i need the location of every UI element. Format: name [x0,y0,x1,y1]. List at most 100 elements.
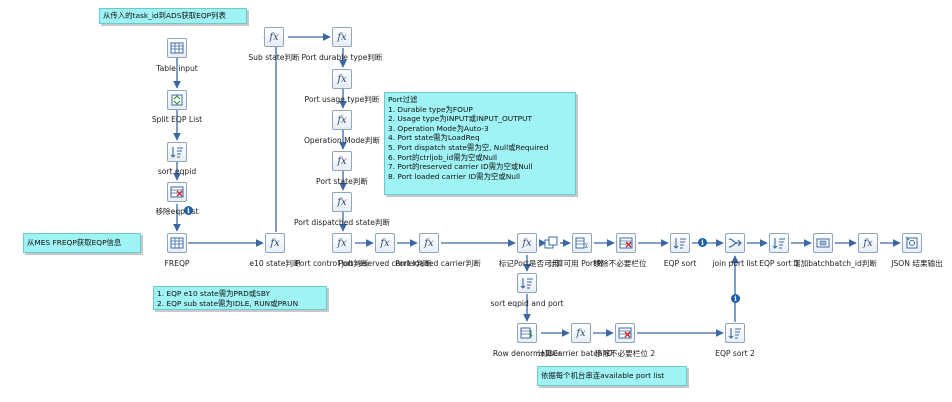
label-mark-port: 标记Port是否可用 [498,259,560,268]
step-durable-type[interactable]: fx [332,27,352,47]
merge-join-icon [728,238,742,248]
step-e10-state[interactable]: fx [265,233,285,253]
formula-icon: fx [424,237,434,249]
label-eqp-sort3: EQP sort 3 [759,259,799,268]
step-sort-eqpid[interactable] [167,142,187,162]
note-port-filter-line: 7. Port的reserved carrier ID需为空或Null [388,162,533,172]
step-batch-fx[interactable]: fx [858,233,878,253]
label-sort-eqpid-port: sort eqpid and port [490,299,564,308]
note-port-filter-line: 1. Durable type为FOUP [388,104,473,114]
select-values-icon [618,327,632,339]
label-calc-port: 计算可用 Port数 [548,259,604,268]
hop-e10-sub [263,33,277,232]
step-freqp[interactable] [167,233,187,253]
step-add-batch[interactable] [813,233,833,253]
info-icon[interactable]: i [184,206,193,215]
formula-icon: fx [337,73,347,85]
formula-icon: fx [337,237,347,249]
formula-icon: fx [380,237,390,249]
formula-icon: fx [337,114,347,126]
note-port-filter-line: Port过滤 [388,95,418,104]
note-mes-freqp[interactable]: 从MES FREQP获取EQP信息 [23,233,141,253]
label-port-loaded: Port loaded carrier判断 [395,259,481,268]
step-sub-state[interactable]: fx [264,27,284,47]
step-port-reserved[interactable]: fx [375,233,395,253]
step-eqp-sort[interactable] [670,233,690,253]
label-e10-state: e10 state判断 [249,259,301,268]
step-operation-mode[interactable]: fx [332,110,352,130]
note-ads-eqp[interactable]: 从传入的task_id到ADS获取EQP列表 [99,8,247,24]
table-input-icon [170,42,184,54]
step-calc-port[interactable] [544,236,558,250]
label-json-output: JSON 结果输出 [891,259,943,268]
formula-icon: fx [863,237,873,249]
label-split-eqp: Split EQP List [151,115,203,124]
step-split-eqp[interactable] [167,90,187,110]
label-port-control-job: Port control job判断 [295,259,369,268]
label-add-batch: 增加batchbatch_id判断 [793,259,877,268]
label-operation-mode: Operation Mode判断 [303,136,381,145]
sort-rows-icon [520,278,533,289]
step-join-port-list[interactable] [725,233,745,253]
step-eqp-sort3[interactable] [769,233,789,253]
label-row-denorm: Row denormaliser [492,349,562,358]
note-port-filter-line: 4. Port state需为LoadReq [388,133,480,143]
note-port-filter-line: 2. Usage type为INPUT或INPUT_OUTPUT [388,114,533,124]
formula-icon: fx [270,237,280,249]
table-input-icon [170,237,184,249]
select-values-icon [170,186,184,198]
label-port-state: Port state判断 [316,177,368,186]
select-values-icon [619,237,633,249]
formula-icon: fx [269,31,279,43]
sort-rows-icon [170,147,183,158]
label-sort-eqpid: sort eqpid [157,167,197,176]
label-remove-unneeded: 移除不必要栏位 [593,259,647,268]
label-eqp-sort2: EQP sort 2 [715,349,755,358]
step-port-dispatched[interactable]: fx [332,192,352,212]
step-port-state[interactable]: fx [332,151,352,171]
note-e10-sub-state[interactable]: 1. EQP e10 state需为PRD或SBY 2. EQP sub sta… [153,286,327,310]
step-json-output[interactable] [902,233,922,253]
clone-rows-icon [544,236,558,249]
label-durable-type: Port durable type判断 [301,53,383,62]
label-usage-type: Port usage type判断 [304,95,380,104]
group-by-icon: Σ [575,237,589,250]
step-remove-unneeded2[interactable] [615,323,635,343]
formula-icon: fx [522,237,532,249]
formula-icon: fx [337,196,347,208]
label-join-port-list: join port list [712,259,758,268]
formula-icon: fx [337,31,347,43]
label-port-dispatched: Port dispatched state判断 [293,218,391,227]
add-constants-icon [816,238,830,248]
step-group-by[interactable]: Σ [572,233,592,253]
formula-icon: fx [337,155,347,167]
step-port-control-job[interactable]: fx [332,233,352,253]
info-icon[interactable]: i [731,294,740,303]
row-denormaliser-icon [520,327,533,339]
step-sort-eqpid-port[interactable] [517,273,537,293]
info-icon[interactable]: i [698,238,707,247]
step-port-loaded[interactable]: fx [419,233,439,253]
note-port-list[interactable]: 依据每个机台串连available port list [537,366,687,386]
step-mark-port[interactable]: fx [517,233,537,253]
step-usage-type[interactable]: fx [332,69,352,89]
sort-rows-icon [728,328,741,339]
note-port-filter-line: 5. Port dispatch state需为空, Null或Required [388,142,549,152]
label-port-reserved: Port reserved carrier判断 [338,259,432,268]
label-sub-state: Sub state判断 [248,53,300,62]
sort-rows-icon [673,238,686,249]
step-eqp-sort2[interactable] [725,323,745,343]
label-freqp: FREQP [164,259,190,268]
step-batch-calc[interactable]: fx [571,323,591,343]
step-row-denorm[interactable] [517,323,537,343]
label-batch-calc: 计算Carrier batch ID [537,349,613,358]
step-remove-eqp-list[interactable] [167,182,187,202]
note-port-filter[interactable]: Port过滤 1. Durable type为FOUP 2. Usage typ… [384,92,576,195]
label-remove-eqp-list: 移除eqp list [155,207,199,216]
label-table-input: Table input [156,64,198,73]
formula-icon: fx [576,327,586,339]
label-remove-unneeded2: 移除不必要栏位 2 [594,349,656,358]
step-table-input[interactable] [167,38,187,58]
step-remove-unneeded[interactable] [616,233,636,253]
